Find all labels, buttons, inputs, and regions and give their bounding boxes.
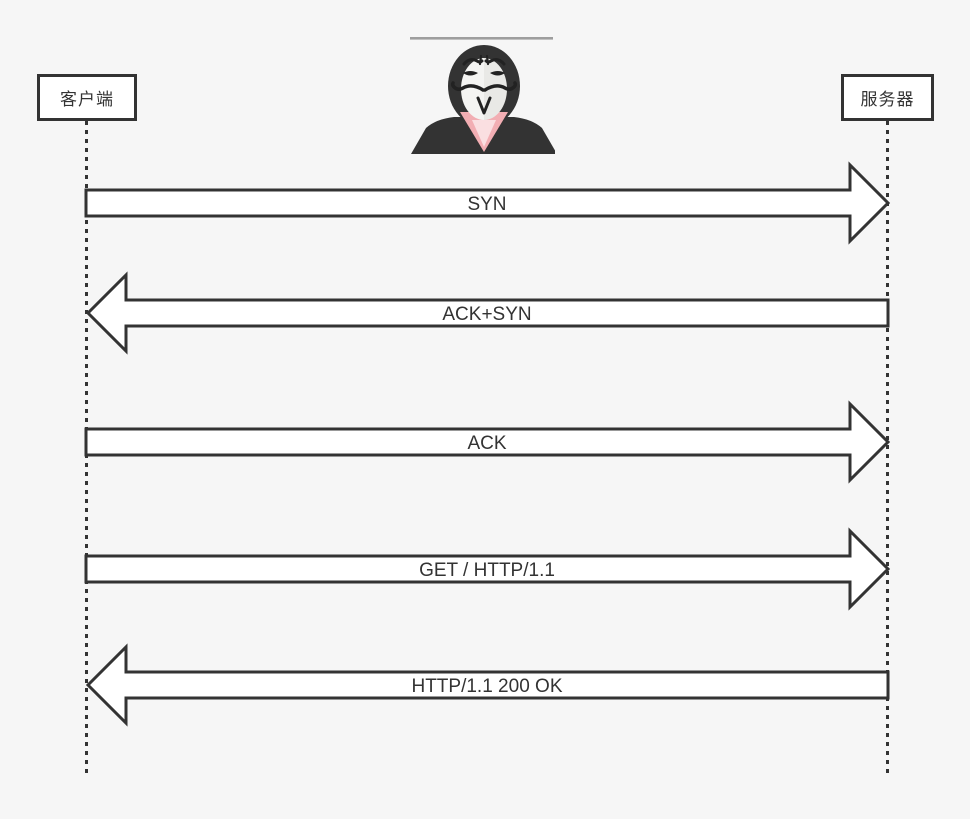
arrow-right-shape [84, 400, 891, 484]
mustache-left [450, 81, 485, 92]
message-arrow-get-request: GET / HTTP/1.1 [82, 527, 892, 611]
server-lifeline [886, 121, 889, 775]
message-arrow-http-response: HTTP/1.1 200 OK [82, 643, 892, 727]
arrow-right-shape [84, 161, 891, 245]
arrow-left-shape [85, 643, 890, 727]
top-divider-line [410, 37, 553, 40]
frown-lines [478, 54, 490, 66]
goatee [476, 96, 492, 115]
arrow-right-shape [84, 527, 891, 611]
message-arrow-ack-syn: ACK+SYN [82, 271, 892, 355]
message-arrow-ack: ACK [82, 400, 892, 484]
message-label: ACK+SYN [442, 304, 531, 325]
message-label: HTTP/1.1 200 OK [411, 676, 562, 697]
arrow-left-shape [85, 271, 890, 355]
mustache-right [483, 81, 518, 92]
message-label: SYN [467, 194, 506, 215]
server-actor-box: 服务器 [841, 74, 934, 121]
scarf-highlight [472, 120, 496, 147]
attacker-figure [410, 28, 557, 154]
message-label: GET / HTTP/1.1 [419, 560, 555, 581]
server-actor-label: 服务器 [860, 90, 915, 109]
client-actor-label: 客户端 [60, 90, 114, 109]
left-eye [463, 71, 478, 76]
anonymous-hacker-mask-icon [410, 37, 557, 154]
message-arrow-syn: SYN [82, 161, 892, 245]
right-eye [490, 71, 505, 76]
client-actor-box: 客户端 [37, 74, 137, 121]
message-label: ACK [467, 433, 506, 454]
